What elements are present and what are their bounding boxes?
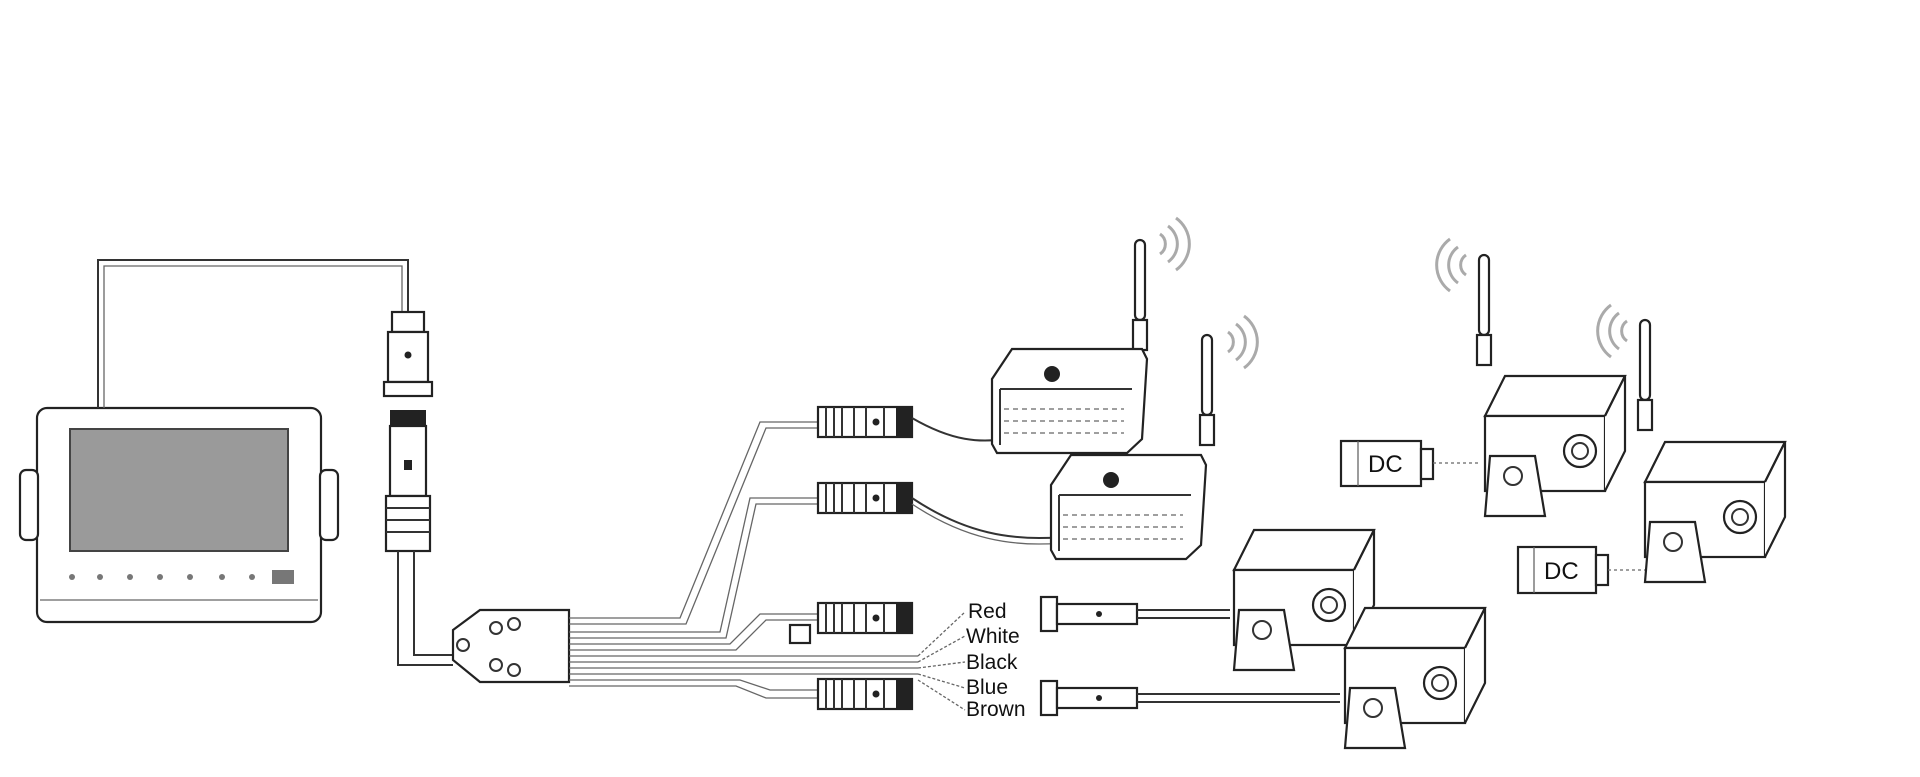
wire-labels: Red White Black Blue Brown <box>966 600 1026 721</box>
wire-bundle <box>569 421 918 699</box>
wired-camera-1 <box>1039 528 1376 672</box>
monitor-left-knob <box>18 468 40 542</box>
wire-label-red: Red <box>968 600 1007 623</box>
wired-camera-2 <box>1039 606 1487 750</box>
wireless-camera-1 <box>1435 237 1627 518</box>
connector-channel-4 <box>816 677 914 711</box>
aviation-connector <box>382 310 434 553</box>
monitor-right-knob <box>318 468 340 542</box>
dc-power-2: DC <box>1516 545 1645 595</box>
wire-label-blue: Blue <box>966 676 1008 699</box>
connector-channel-2 <box>816 481 914 515</box>
monitor-buttons <box>69 570 294 584</box>
wire-label-white: White <box>966 625 1020 648</box>
signal-icon <box>1158 216 1191 272</box>
dc-label-2: DC <box>1544 558 1579 585</box>
wire-label-black: Black <box>966 651 1018 674</box>
wireless-transmitter-1 <box>990 216 1191 455</box>
dc-label-1: DC <box>1368 451 1403 478</box>
wire-label-brown: Brown <box>966 698 1026 721</box>
connector-channel-3 <box>816 601 914 635</box>
monitor-cable <box>97 259 409 408</box>
signal-icon <box>1435 237 1468 293</box>
cable-junction <box>451 608 571 684</box>
monitor-screen <box>69 428 289 552</box>
monitor <box>18 406 340 624</box>
dc-power-1: DC <box>1339 439 1480 488</box>
signal-icon <box>1596 303 1629 359</box>
signal-icon <box>1226 314 1259 370</box>
connector-channel-1 <box>816 405 914 439</box>
